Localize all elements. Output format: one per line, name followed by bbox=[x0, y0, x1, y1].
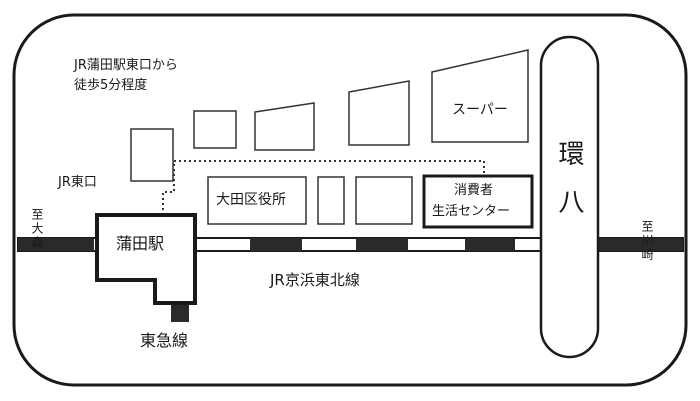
ring-road-8 bbox=[539, 35, 600, 359]
building bbox=[317, 176, 345, 225]
supermarket-label: スーパー bbox=[452, 102, 508, 118]
supermarket-building bbox=[431, 49, 529, 143]
consumer-center-building bbox=[422, 174, 534, 229]
consumer-center-label-1: 消費者 bbox=[454, 183, 494, 198]
building bbox=[355, 176, 413, 225]
jr-line-label: JR京浜東北線 bbox=[270, 271, 360, 289]
station-label: 蒲田駅 bbox=[116, 234, 165, 253]
ring-road-label: 環八 bbox=[554, 140, 584, 236]
building bbox=[348, 80, 410, 146]
directions-line-1: JR蒲田駅東口から bbox=[74, 58, 178, 73]
jr-east-exit-label: JR東口 bbox=[58, 175, 97, 190]
building bbox=[254, 102, 315, 151]
building bbox=[130, 128, 174, 182]
tokyu-line-label: 東急線 bbox=[140, 331, 189, 350]
station-building bbox=[95, 213, 197, 305]
to-omori-label: 至大森 bbox=[30, 208, 44, 250]
to-kawasaki-label: 至川崎 bbox=[640, 220, 654, 262]
building bbox=[193, 110, 237, 149]
consumer-center-label-2: 生活センター bbox=[432, 204, 511, 219]
city-office-building bbox=[207, 176, 307, 225]
directions-line-2: 徒歩5分程度 bbox=[74, 78, 148, 93]
city-office-label: 大田区役所 bbox=[216, 192, 286, 208]
